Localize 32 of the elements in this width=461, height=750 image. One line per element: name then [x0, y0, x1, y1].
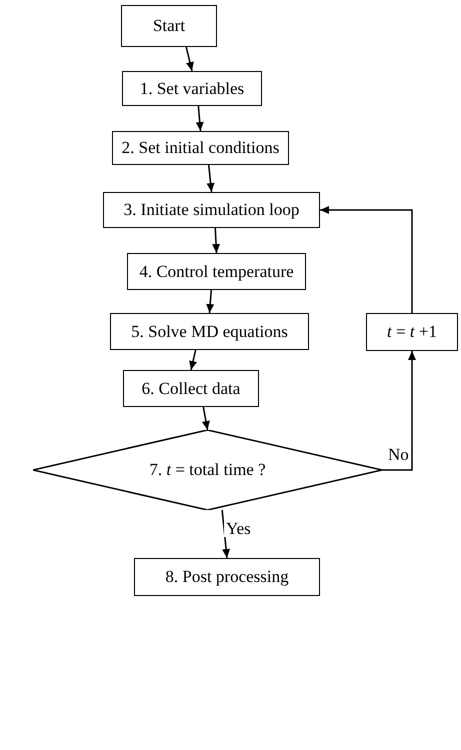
process-box — [112, 131, 289, 165]
arrow — [206, 290, 214, 314]
process-box — [123, 370, 259, 407]
node-text: 7. t = total time ? — [149, 459, 266, 481]
arrow — [221, 510, 230, 558]
process-box — [103, 192, 320, 228]
arrow — [206, 164, 215, 192]
node-text: 4. Control temperature — [139, 260, 294, 282]
arrow — [186, 46, 194, 72]
node-text: 2. Set initial conditions — [122, 137, 280, 159]
process-box — [122, 71, 262, 106]
decision-diamond — [33, 430, 382, 510]
process-box — [134, 558, 320, 596]
arrow — [320, 206, 413, 313]
node-text: 3. Initiate simulation loop — [124, 199, 300, 221]
arrow — [212, 228, 220, 254]
process-box — [127, 253, 306, 290]
node-text: t = t +1 — [387, 321, 437, 343]
node-text: Start — [152, 15, 186, 37]
edge-label: Yes — [224, 520, 253, 537]
node-text: 5. Solve MD equations — [131, 320, 288, 342]
arrow — [202, 406, 210, 430]
node-text: 1. Set variables — [140, 78, 244, 100]
arrow — [196, 106, 204, 132]
node-text: 6. Collect data — [142, 378, 240, 400]
process-box — [110, 313, 309, 350]
arrow — [382, 351, 416, 471]
process-box — [366, 313, 458, 351]
process-box — [121, 5, 217, 47]
node-text: 8. Post processing — [165, 566, 289, 588]
edge-label: No — [386, 446, 411, 463]
arrow — [189, 350, 197, 370]
